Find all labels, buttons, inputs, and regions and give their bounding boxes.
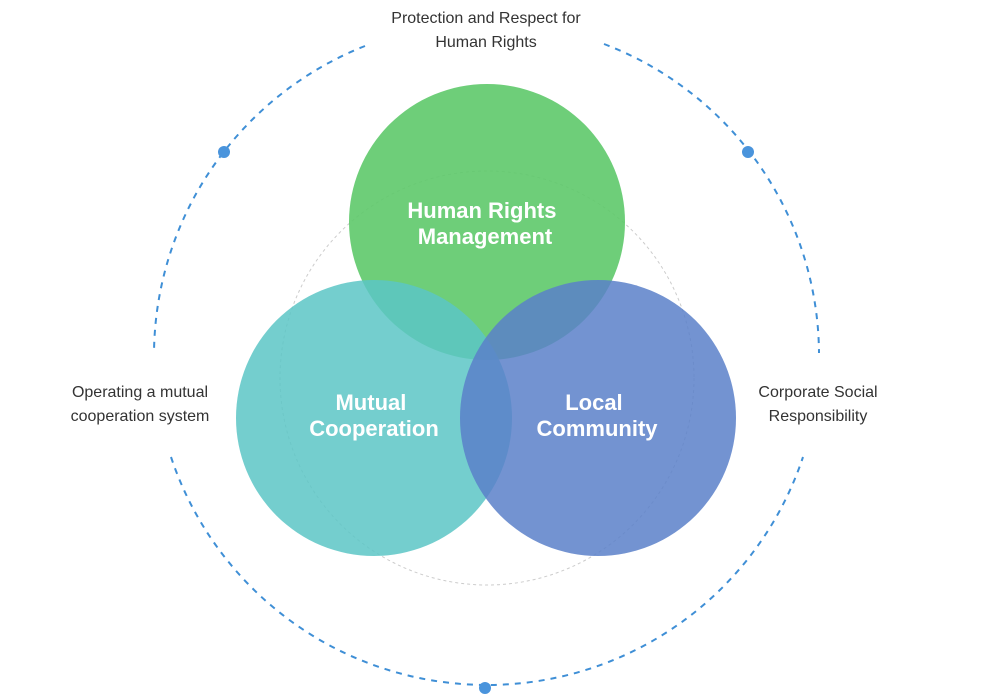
outer-label-line: cooperation system: [70, 408, 210, 425]
ring-dot-right: [742, 146, 754, 158]
outer-label-line: Responsibility: [768, 408, 868, 425]
outer-label-line: Corporate Social: [758, 384, 878, 401]
circle-label-line: Human Rights: [407, 198, 556, 223]
circle-label-mutual-cooperation: Mutual Cooperation: [309, 390, 439, 441]
outer-ring-segment-top: [153, 45, 366, 354]
circle-mutual-cooperation: [236, 280, 512, 556]
outer-label-line: Operating a mutual: [71, 384, 209, 401]
circle-label-line: Mutual: [335, 390, 406, 415]
circle-label-human-rights: Human Rights Management: [407, 198, 562, 249]
outer-label-corporate-social-responsibility: Corporate Social Responsibility: [698, 381, 938, 429]
outer-label-protection-human-rights: Protection and Respect for Human Rights: [336, 7, 636, 55]
circle-local-community: [460, 280, 736, 556]
circle-label-line: Management: [418, 224, 553, 249]
circle-label-line: Cooperation: [309, 416, 439, 441]
circle-label-line: Local: [565, 390, 622, 415]
outer-label-line: Human Rights: [435, 34, 537, 51]
ring-dot-bottom: [479, 682, 491, 694]
outer-label-mutual-cooperation-system: Operating a mutual cooperation system: [20, 381, 260, 429]
circle-label-line: Community: [537, 416, 659, 441]
outer-label-line: Protection and Respect for: [391, 10, 581, 27]
ring-dot-left: [218, 146, 230, 158]
circle-label-local-community: Local Community: [537, 390, 659, 441]
